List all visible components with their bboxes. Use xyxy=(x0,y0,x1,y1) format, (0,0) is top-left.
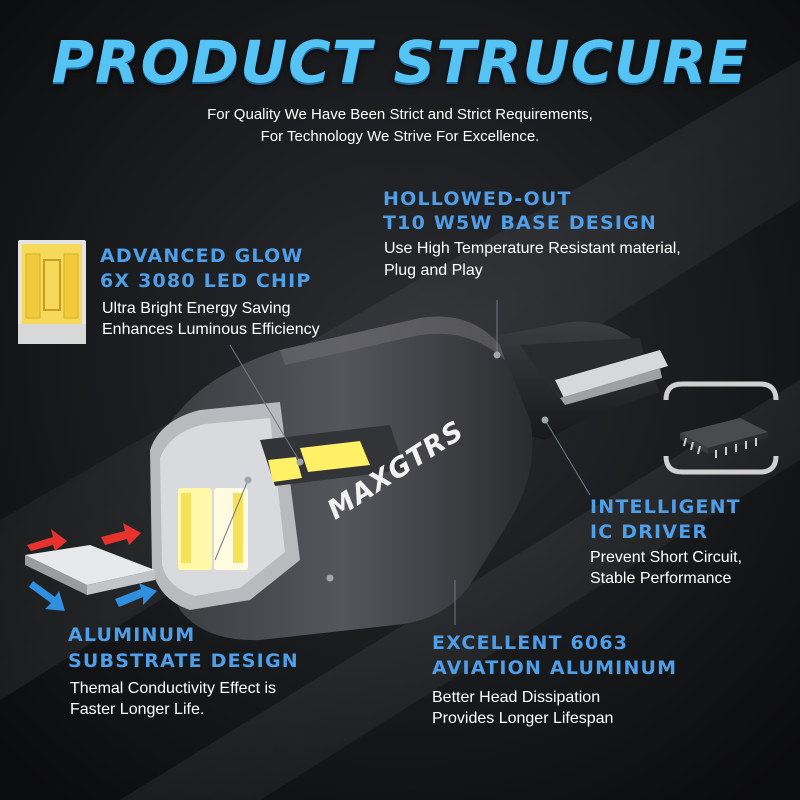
heat-arrow-icon xyxy=(27,523,157,611)
ic-driver-desc-1: Prevent Short Circuit, xyxy=(590,549,743,566)
led-chip-icon xyxy=(18,240,86,344)
led-chip-desc-2: Enhances Luminous Efficiency xyxy=(102,321,320,338)
aluminum-heading-2: AVIATION ALUMINUM xyxy=(432,657,678,679)
subtitle-line-1: For Quality We Have Been Strict and Stri… xyxy=(207,106,593,123)
contact-pin xyxy=(555,350,668,398)
substrate-heading-1: ALUMINUM xyxy=(68,624,196,646)
subtitle-line-2: For Technology We Strive For Excellence. xyxy=(260,128,540,145)
substrate-desc-1: Themal Conductivity Effect is xyxy=(70,680,277,697)
substrate-heading-2: SUBSTRATE DESIGN xyxy=(68,650,299,672)
base-heading-1: HOLLOWED-OUT xyxy=(383,188,572,210)
led-chip-heading-1: ADVANCED GLOW xyxy=(100,245,304,267)
base-desc-2: Plug and Play xyxy=(384,262,483,279)
ic-driver-heading-1: INTELLIGENT xyxy=(590,496,741,518)
page-title: PRODUCT STRUCURE xyxy=(51,28,749,96)
led-chip-heading-2: 6X 3080 LED CHIP xyxy=(100,270,312,292)
ic-driver-heading-2: IC DRIVER xyxy=(590,521,709,543)
ic-driver-desc-2: Stable Performance xyxy=(590,570,732,587)
substrate-desc-2: Faster Longer Life. xyxy=(70,701,205,718)
aluminum-heading-1: EXCELLENT 6063 xyxy=(432,632,629,654)
aluminum-desc-1: Better Head Dissipation xyxy=(432,689,601,706)
base-heading-2: T10 W5W BASE DESIGN xyxy=(383,212,658,234)
base-desc-1: Use High Temperature Resistant material, xyxy=(384,240,681,257)
substrate-plate-icon xyxy=(25,523,157,611)
led-chip-desc-1: Ultra Bright Energy Saving xyxy=(102,300,291,317)
aluminum-desc-2: Provides Longer Lifespan xyxy=(432,710,614,727)
ic-chip-icon xyxy=(663,381,779,475)
